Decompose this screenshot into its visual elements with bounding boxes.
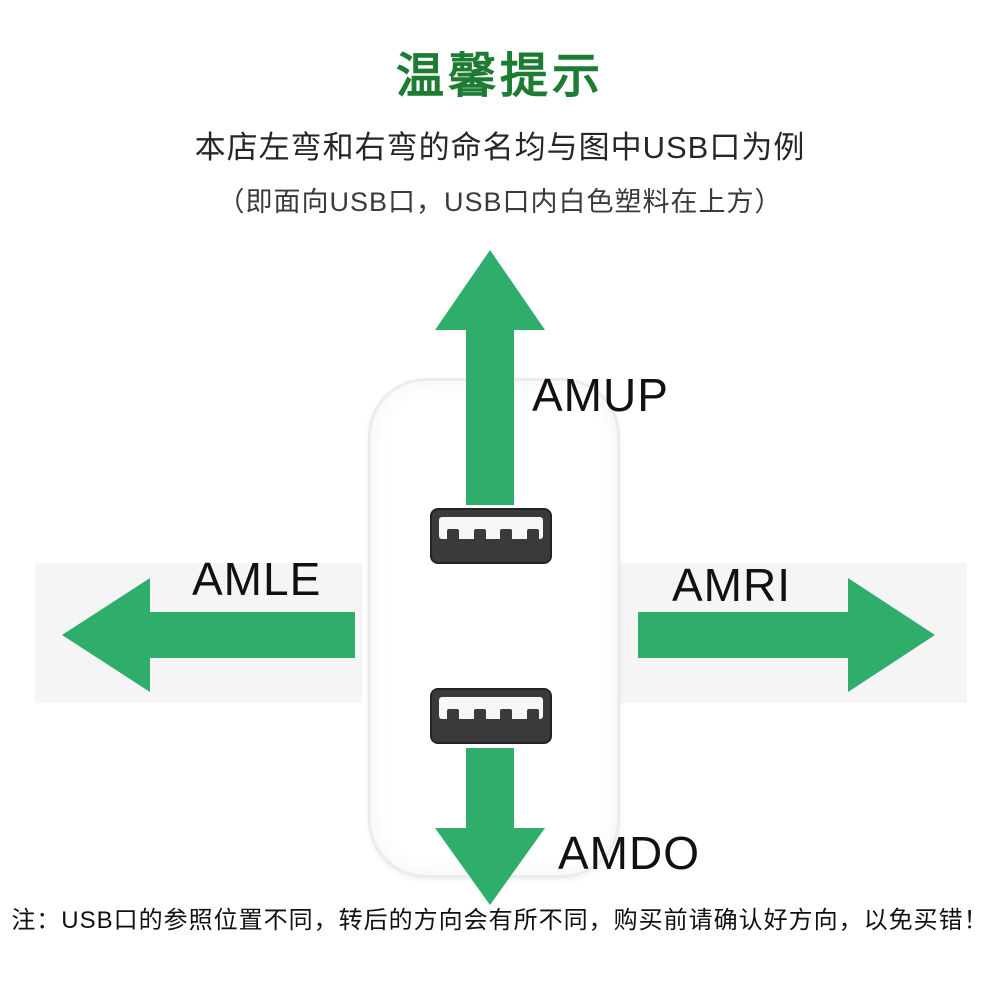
usb-pin <box>474 709 486 726</box>
usb-pin <box>447 529 459 546</box>
usb-port-bottom <box>430 688 552 744</box>
right-gray-band <box>616 563 967 703</box>
subtitle: 本店左弯和右弯的命名均与图中USB口为例 <box>194 130 806 165</box>
usb-port-top <box>430 508 552 564</box>
label-amri: AMRI <box>672 559 791 611</box>
usb-pin <box>500 529 512 546</box>
usb-pin <box>500 709 512 726</box>
usb-pin <box>447 709 459 726</box>
usb-pin <box>527 529 539 546</box>
label-amle: AMLE <box>192 553 322 605</box>
usb-pin <box>474 529 486 546</box>
page-title: 温馨提示 <box>395 50 604 103</box>
usb-white-plastic-bottom <box>439 697 543 719</box>
label-amdo: AMDO <box>558 827 700 879</box>
footer-note: 注：USB口的参照位置不同，转后的方向会有所不同，购买前请确认好方向，以免买错！ <box>11 907 989 934</box>
label-amup: AMUP <box>532 369 669 421</box>
usb-white-plastic-top <box>439 517 543 539</box>
usb-pin <box>527 709 539 726</box>
subtitle-note: （即面向USB口，USB口内白色塑料在上方） <box>217 187 783 217</box>
usb-charger <box>368 378 620 878</box>
